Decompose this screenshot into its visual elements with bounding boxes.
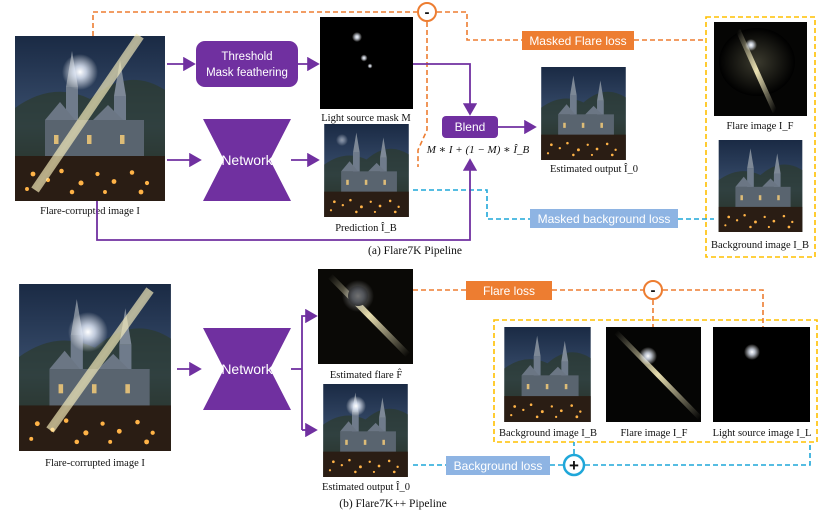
section-title-b: (b) Flare7K++ Pipeline	[339, 498, 447, 510]
light-source-mask-image	[320, 17, 413, 109]
network-block-a	[203, 119, 291, 201]
background-image-b	[504, 327, 591, 422]
light-source-caption-b: Light source image I_L	[713, 428, 812, 439]
flare-image-caption-b: Flare image I_F	[620, 428, 687, 439]
background-image-a	[718, 140, 803, 232]
flare-loss-box	[466, 281, 552, 300]
light-mask-caption: Light source mask M	[321, 113, 411, 124]
flow-arrows-b	[177, 308, 318, 438]
background-loss-label: Background loss	[454, 459, 543, 473]
prediction-caption: Prediction Î_B	[335, 222, 397, 234]
estimated-flare-caption: Estimated flare F̂	[330, 368, 402, 381]
threshold-box	[196, 41, 298, 87]
plus-symbol-b: +	[569, 456, 579, 475]
threshold-label: Threshold	[221, 51, 272, 63]
masked-background-loss-label: Masked background loss	[538, 212, 671, 226]
blend-formula: M ∗ I + (1 − M) ∗ Î_B	[426, 144, 530, 156]
minus-node-b	[643, 280, 663, 300]
light-source-image-b	[713, 327, 810, 422]
flare-image-caption-a: Flare image I_F	[726, 121, 793, 132]
input-image-a	[15, 33, 165, 201]
flare-image-b	[606, 327, 702, 422]
section-title-a: (a) Flare7K Pipeline	[368, 245, 462, 257]
flare-loss-connectors-a	[92, 11, 706, 167]
input-image-b	[19, 284, 171, 451]
ground-truth-panel-b	[493, 319, 818, 443]
ground-truth-panel-a	[705, 16, 816, 258]
estimated-output-caption-b: Estimated output Î_0	[322, 481, 410, 493]
flare-loss-connectors-b	[413, 289, 764, 327]
flare-loss-label: Flare loss	[483, 284, 535, 298]
masked-flare-loss-box	[522, 31, 634, 50]
mask-feathering-label: Mask feathering	[206, 67, 288, 79]
minus-node-a	[417, 2, 437, 22]
prediction-image	[324, 124, 409, 217]
background-image-caption-b: Background image I_B	[499, 428, 597, 439]
minus-symbol-a: -	[425, 4, 430, 21]
estimated-output-image-a	[541, 67, 626, 160]
minus-symbol-b: -	[651, 282, 656, 299]
background-loss-connectors-a	[413, 189, 714, 220]
plus-node-b	[562, 453, 586, 477]
background-loss-connectors-b	[413, 442, 811, 466]
estimated-output-image-b	[323, 384, 408, 477]
blend-box	[442, 116, 498, 138]
network-label-a: Network	[221, 152, 273, 168]
masked-flare-loss-label: Masked Flare loss	[529, 34, 626, 48]
network-label-b: Network	[221, 361, 273, 377]
background-image-caption-a: Background image I_B	[711, 240, 809, 251]
flow-arrows-a	[96, 56, 537, 241]
estimated-flare-image	[318, 269, 413, 364]
blend-label: Blend	[455, 120, 486, 134]
masked-background-loss-box	[530, 209, 678, 228]
background-loss-box	[446, 456, 550, 475]
estimated-output-caption-a: Estimated output Î_0	[550, 163, 638, 175]
network-block-b	[203, 328, 291, 410]
flare-image-a	[714, 22, 807, 116]
input-caption-b: Flare-corrupted image I	[45, 458, 145, 469]
input-caption-a: Flare-corrupted image I	[40, 206, 140, 217]
